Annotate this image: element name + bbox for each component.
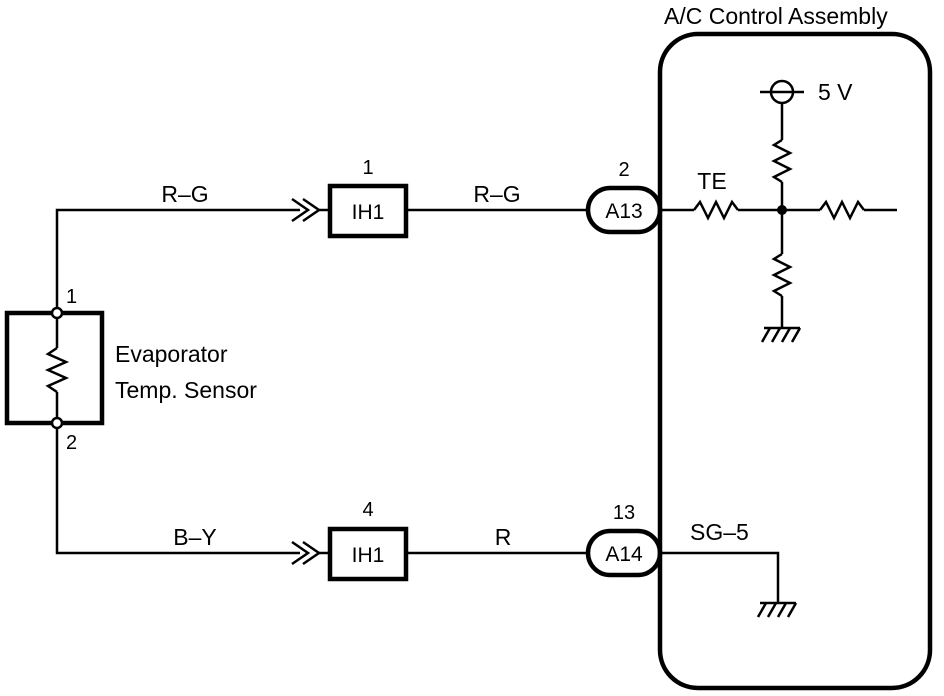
bottom-wire-left-color: B–Y <box>173 524 216 550</box>
sensor-pin-bottom: 2 <box>66 432 77 454</box>
terminal-a13-pin: 2 <box>618 159 629 181</box>
te-signal-label: TE <box>697 168 726 194</box>
top-wire-left <box>55 208 300 308</box>
sensor-terminal-2 <box>50 416 64 430</box>
bottom-ih1-label: IH1 <box>352 544 385 567</box>
te-resistor <box>693 199 739 221</box>
terminal-a14-pin: 13 <box>613 502 635 524</box>
ac-control-assembly-box <box>657 31 933 691</box>
terminal-a13-label: A13 <box>605 200 642 223</box>
sensor-pin-top: 1 <box>66 286 77 308</box>
pullup-resistor <box>771 138 793 184</box>
pulldown-resistor <box>771 252 793 298</box>
sensor-label-line2: Temp. Sensor <box>115 377 257 403</box>
top-wire-left-color: R–G <box>161 181 208 207</box>
top-connector-chevron <box>291 197 311 223</box>
supply-voltage-label: 5 V <box>818 79 853 105</box>
evaporator-temp-sensor <box>4 306 105 430</box>
output-resistor <box>819 199 865 221</box>
terminal-a14-label: A14 <box>605 543 643 566</box>
bottom-connector-pin: 4 <box>362 499 373 521</box>
sensor-terminal-1 <box>50 306 64 320</box>
sg5-ground-icon <box>756 601 798 618</box>
bottom-wire-right-color: R <box>495 524 512 550</box>
top-wire-right-color: R–G <box>473 181 520 207</box>
sg5-signal-label: SG–5 <box>690 519 749 545</box>
ground-icon <box>760 326 802 343</box>
bottom-wire-left <box>55 428 300 555</box>
top-ih1-label: IH1 <box>352 201 385 224</box>
bottom-connector-chevron <box>291 540 311 566</box>
assembly-title: A/C Control Assembly <box>664 3 888 29</box>
sensor-label-line1: Evaporator <box>115 341 228 367</box>
top-connector-pin: 1 <box>362 157 373 179</box>
